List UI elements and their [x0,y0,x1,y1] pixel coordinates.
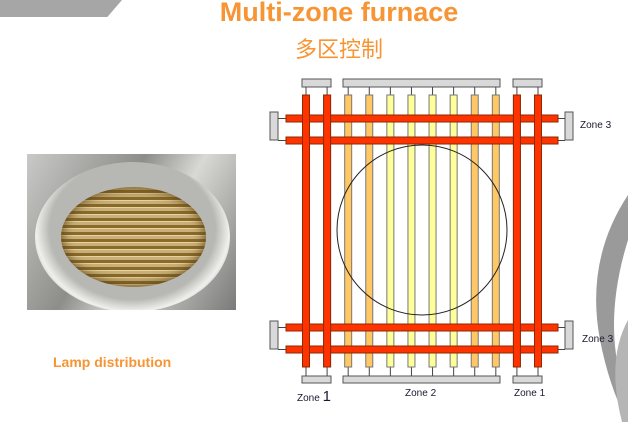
vertical-lamp-zone2 [365,94,374,368]
side-clamp [564,111,574,141]
decor-swoosh-2 [615,320,628,422]
vertical-lamp-zone2 [407,94,416,368]
vertical-lamp-zone1 [534,94,542,368]
vertical-lamp-zone2 [428,94,437,368]
label-zone3-top: Zone 3 [580,120,612,131]
label-zone2: Zone 2 [405,388,437,399]
bottom-clamp [301,375,332,384]
top-clamp [301,78,332,88]
slide-title: Multi-zone furnace [219,0,459,27]
header-decoration-bar [0,0,122,17]
vertical-lamp-zone2 [470,94,479,368]
vertical-lamp-zone1 [323,94,332,368]
vertical-lamp-zone1 [302,94,310,368]
label-zone1-left-num: 1 [323,388,331,405]
slide-subtitle: 多区控制 [294,37,383,62]
label-zone3-bottom: Zone 3 [582,334,614,345]
horizontal-lamp-zone3 [285,323,559,332]
top-clamp [512,78,543,88]
decor-swoosh [596,195,628,422]
photo-caption: Lamp distribution [53,354,172,370]
label-zone1-left-prefix: Zone [297,393,323,404]
horizontal-lamp-zone3 [285,136,559,145]
vertical-lamp-zone2 [344,94,353,368]
horizontal-lamp-zone3 [285,345,559,354]
label-zone1-right: Zone 1 [514,388,546,399]
vertical-lamp-zone1 [512,94,521,368]
bottom-clamp [342,375,501,384]
vertical-lamp-zone2 [491,94,500,368]
label-zone1-left: Zone 1 [297,388,331,405]
side-clamp [269,111,279,141]
furnace-photo [27,154,236,310]
side-clamp [564,320,574,350]
side-clamp [269,320,279,350]
lamp-array-window [61,187,206,287]
vertical-lamp-zone2 [386,94,395,368]
bottom-clamp [512,375,543,384]
vertical-lamp-zone2 [449,94,458,368]
top-clamp [342,78,501,88]
horizontal-lamp-zone3 [285,114,559,123]
wafer-outline [336,144,508,316]
